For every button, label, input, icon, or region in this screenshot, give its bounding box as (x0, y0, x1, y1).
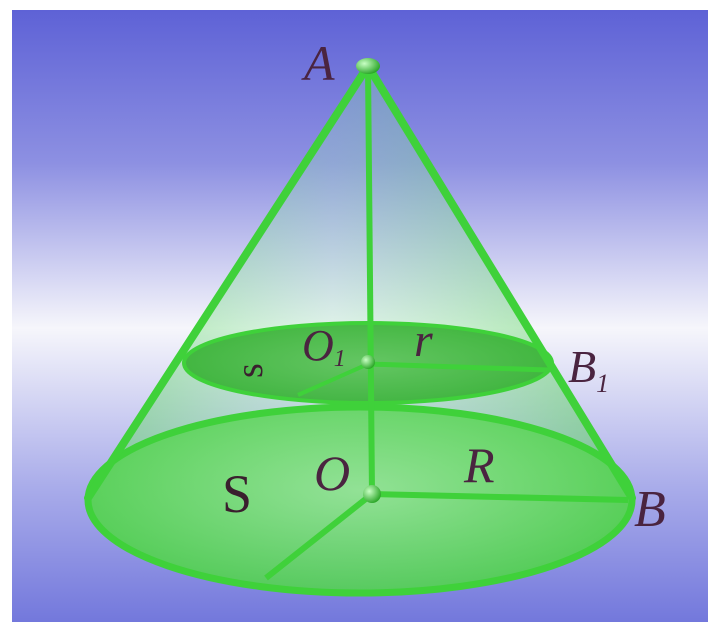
base-radius-left (264, 491, 374, 581)
label-upper-edge-point: B1 (568, 341, 609, 398)
label-base-edge-point: B (634, 481, 666, 538)
label-big-radius: R (463, 437, 495, 493)
label-base-center: O (314, 445, 350, 501)
right-generatrix (364, 62, 636, 502)
cone-axis (365, 65, 375, 495)
label-section-area: s (229, 363, 271, 378)
base-center-point (363, 485, 381, 503)
left-generatrix (84, 62, 372, 502)
label-upper-center: O1 (302, 321, 346, 372)
cross-section-radius-left (297, 362, 369, 397)
upper-center-point (361, 355, 375, 369)
label-base-area: S (222, 464, 254, 524)
label-apex-a: A (301, 35, 335, 91)
apex-point (356, 58, 380, 74)
big-radius-line (371, 491, 629, 503)
small-radius-line (367, 361, 549, 373)
label-small-radius: r (414, 314, 433, 367)
